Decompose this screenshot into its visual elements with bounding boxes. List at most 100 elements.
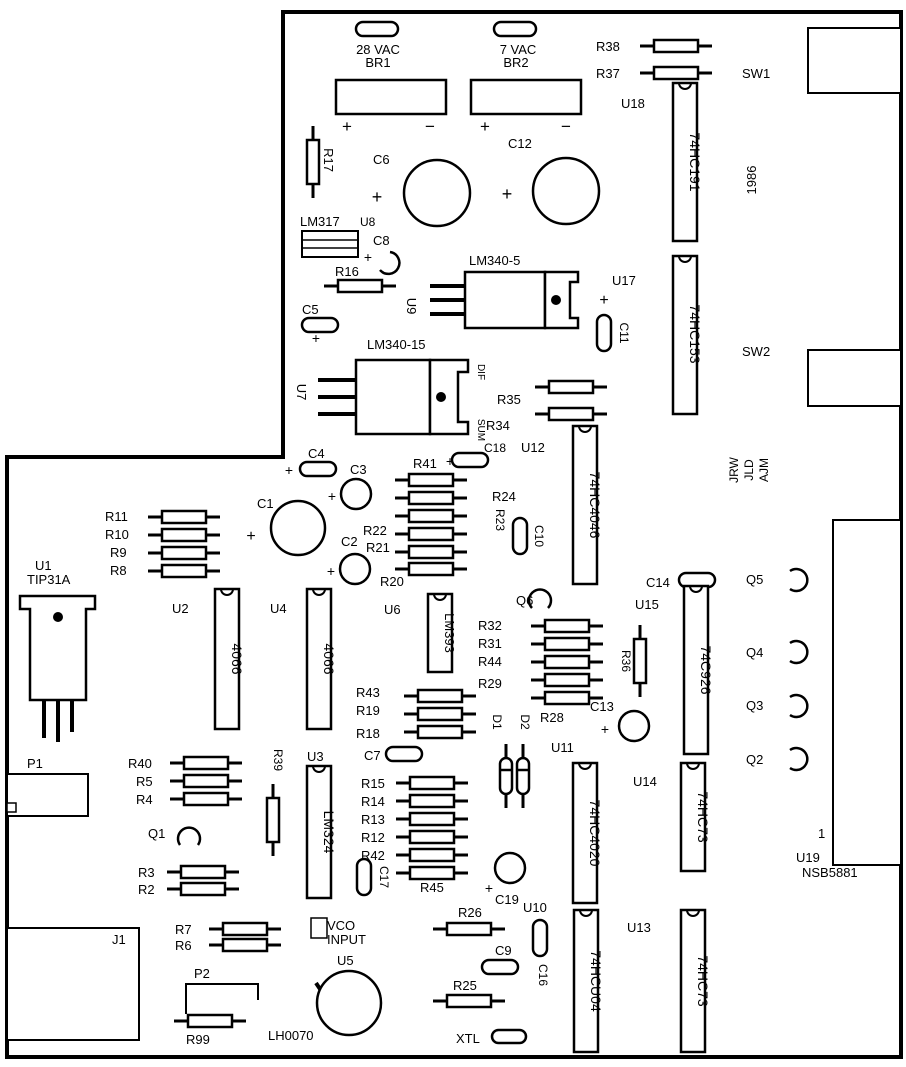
- q3-label: Q3: [746, 698, 763, 713]
- r36-label: R36: [619, 650, 633, 672]
- r43-label: R43: [356, 685, 380, 700]
- br1-voltage-label: 28 VAC: [356, 42, 400, 57]
- ic-u14-part: 74HC73: [695, 791, 711, 843]
- vco-label: VCO: [327, 918, 355, 933]
- u10-label: U10: [523, 900, 547, 915]
- transistor-q3: [789, 693, 809, 719]
- u19-pin1-label: 1: [818, 826, 825, 841]
- c11-label: C11: [617, 322, 631, 343]
- resistor-r26: [431, 921, 507, 937]
- year-label: 1986: [744, 166, 759, 195]
- r5-label: R5: [136, 774, 153, 789]
- ic-u12-74hc4046: [571, 424, 599, 586]
- transistor-u1-tip31a: [18, 594, 97, 702]
- r32-label: R32: [478, 618, 502, 633]
- ic-u18-74hc191: [671, 81, 699, 243]
- r45-label: R45: [420, 880, 444, 895]
- ic-u18-part: 74HC191: [687, 132, 703, 191]
- r12-label: R12: [361, 830, 385, 845]
- regulator-u7-lm340-15: [354, 358, 432, 436]
- u8-label: U8: [360, 215, 376, 229]
- resistor-network-r18-r43: [402, 688, 478, 740]
- c8-label: C8: [373, 233, 390, 248]
- r11-label: R11: [105, 509, 128, 524]
- lm317-label: LM317: [300, 214, 340, 229]
- r38-label: R38: [596, 39, 620, 54]
- r10-label: R10: [105, 527, 129, 542]
- c2-label: C2: [341, 534, 358, 549]
- resistor-r99: [172, 1013, 248, 1029]
- r40-label: R40: [128, 756, 152, 771]
- tip31a-label: TIP31A: [27, 572, 71, 587]
- c14-label: C14: [646, 575, 670, 590]
- transistor-q6: [527, 588, 553, 609]
- connector-p2: [185, 983, 259, 1014]
- resistor-network-r28: [529, 618, 605, 706]
- r35-label: R35: [497, 392, 521, 407]
- u18-label: U18: [621, 96, 645, 111]
- initials-ajm: AJM: [757, 458, 771, 482]
- ic-u17-74hc153: [671, 254, 699, 416]
- u3-label: U3: [307, 749, 324, 764]
- r19-label: R19: [356, 703, 380, 718]
- vco-input-pad: [310, 917, 328, 939]
- q1-label: Q1: [148, 826, 165, 841]
- board-outline: [5, 10, 903, 1059]
- r37-label: R37: [596, 66, 620, 81]
- r13-label: R13: [361, 812, 385, 827]
- resistor-network-r8-r11: [146, 509, 222, 579]
- c19-label: C19: [495, 892, 519, 907]
- switch-sw2: [807, 349, 902, 407]
- capacitor-c7: [384, 745, 424, 763]
- c13-label: C13: [590, 699, 614, 714]
- r39-label: R39: [271, 749, 285, 771]
- d1-label: D1: [490, 714, 504, 730]
- c5-label: C5: [302, 302, 319, 317]
- q2-label: Q2: [746, 752, 763, 767]
- nsb5881-label: NSB5881: [802, 865, 858, 880]
- resistor-r38: [638, 38, 714, 54]
- u6-label: U6: [384, 602, 401, 617]
- capacitor-u10: [531, 918, 549, 958]
- resistor-r36: [632, 623, 648, 699]
- capacitor-c11: [595, 313, 613, 353]
- ic-u17-part: 74HC153: [687, 304, 703, 363]
- r34-label: R34: [486, 418, 510, 433]
- u19-label: U19: [796, 850, 820, 865]
- br2-voltage-label: 7 VAC: [500, 42, 537, 57]
- u4-label: U4: [270, 601, 287, 616]
- br2-plus: +: [480, 117, 490, 136]
- lm340-15-label: LM340-15: [367, 337, 426, 352]
- ic-u13-74hc73: [679, 908, 707, 1054]
- capacitor-c8: [379, 250, 401, 276]
- c4-label: C4: [308, 446, 325, 461]
- r2-label: R2: [138, 882, 155, 897]
- resistor-r39: [265, 782, 281, 858]
- ic-u14-74hc73: [679, 761, 707, 873]
- r3-label: R3: [138, 865, 155, 880]
- vco-input-label: INPUT: [327, 932, 366, 947]
- u7-label: U7: [294, 384, 309, 401]
- lm340-5-label: LM340-5: [469, 253, 520, 268]
- ic-u15-part: 74C926: [698, 645, 714, 694]
- r14-label: R14: [361, 794, 385, 809]
- sw1-label: SW1: [742, 66, 770, 81]
- r7-label: R7: [175, 922, 192, 937]
- ic-u11-part: 74HC4020: [587, 800, 603, 867]
- connector-p1: [6, 773, 89, 817]
- ic-u6-lm393: [426, 592, 454, 674]
- transistor-q2: [789, 746, 809, 772]
- capacitor-c6: [402, 158, 472, 228]
- transistor-q5: [789, 567, 809, 593]
- r99-label: R99: [186, 1032, 210, 1047]
- ic-u4-part: 4066: [321, 643, 337, 674]
- lh0070-label: LH0070: [268, 1028, 314, 1043]
- regulator-u9-lm340-5: [463, 270, 547, 330]
- capacitor-c4: [298, 460, 338, 478]
- bridge-rectifier-br1-mount: [354, 20, 400, 38]
- resistor-r16: [322, 278, 398, 294]
- r18-label: R18: [356, 726, 380, 741]
- resistor-r35: [533, 379, 609, 395]
- r28-label: R28: [540, 710, 564, 725]
